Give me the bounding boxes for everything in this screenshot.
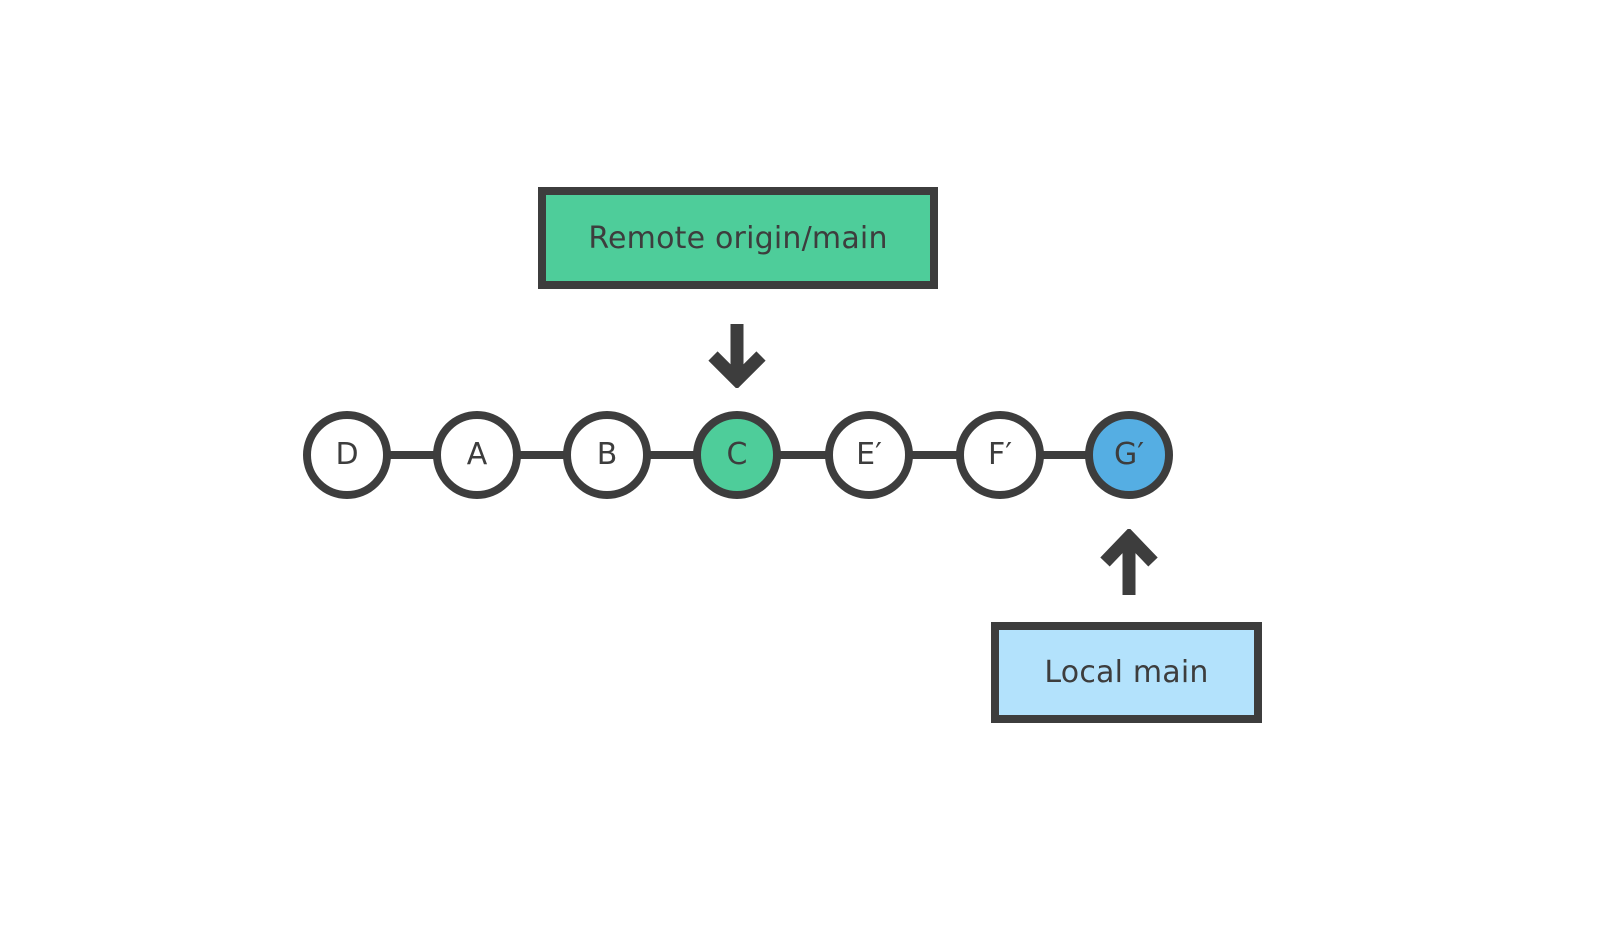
edge-Eprime-Fprime bbox=[869, 451, 1000, 459]
commit-node-label: D bbox=[335, 437, 359, 472]
arrow-up-icon bbox=[1098, 527, 1160, 603]
commit-node-label: E′ bbox=[856, 437, 882, 472]
remote-branch-label: Remote origin/main bbox=[538, 187, 938, 289]
edge-Fprime-Gprime bbox=[1000, 451, 1129, 459]
commit-node-A[interactable]: A bbox=[433, 411, 521, 499]
local-branch-label: Local main bbox=[991, 622, 1262, 723]
commit-node-label: G′ bbox=[1113, 437, 1145, 472]
commit-node-label: A bbox=[466, 437, 488, 472]
commit-node-C[interactable]: C bbox=[693, 411, 781, 499]
edge-A-B bbox=[477, 451, 607, 459]
local-branch-label-text: Local main bbox=[1044, 655, 1209, 690]
remote-branch-label-text: Remote origin/main bbox=[588, 220, 888, 256]
commit-node-label: B bbox=[596, 437, 618, 472]
edge-B-C bbox=[607, 451, 737, 459]
commit-node-E-prime[interactable]: E′ bbox=[825, 411, 913, 499]
commit-node-F-prime[interactable]: F′ bbox=[956, 411, 1044, 499]
commit-node-B[interactable]: B bbox=[563, 411, 651, 499]
commit-node-label: F′ bbox=[987, 437, 1013, 472]
edge-D-A bbox=[347, 451, 477, 459]
commit-node-label: C bbox=[726, 437, 748, 472]
edge-C-Eprime bbox=[737, 451, 869, 459]
arrow-down-icon bbox=[706, 320, 768, 392]
commit-node-D[interactable]: D bbox=[303, 411, 391, 499]
commit-node-G-prime[interactable]: G′ bbox=[1085, 411, 1173, 499]
